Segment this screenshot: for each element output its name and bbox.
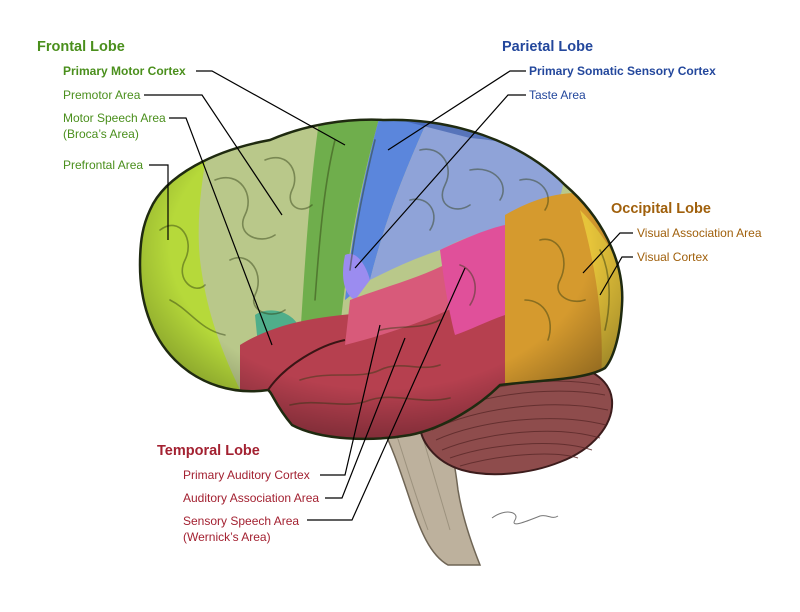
premotor-area-label: Premotor Area xyxy=(63,88,141,102)
taste-area-label: Taste Area xyxy=(529,88,586,102)
occipital-lobe-title: Occipital Lobe xyxy=(611,201,711,217)
primary-auditory-cortex-label: Primary Auditory Cortex xyxy=(183,468,310,482)
sensory-speech-area-label: Sensory Speech Area xyxy=(183,514,300,528)
artist-signature xyxy=(491,511,559,525)
wernickes-area-label: (Wernick’s Area) xyxy=(183,530,271,544)
brocas-area-label: (Broca’s Area) xyxy=(63,127,139,141)
temporal-lobe-title: Temporal Lobe xyxy=(157,443,260,459)
motor-speech-area-label: Motor Speech Area xyxy=(63,111,166,125)
auditory-association-area-label: Auditory Association Area xyxy=(183,491,320,505)
primary-motor-cortex-label: Primary Motor Cortex xyxy=(63,64,186,78)
prefrontal-area-label: Prefrontal Area xyxy=(63,158,144,172)
frontal-lobe-title: Frontal Lobe xyxy=(37,39,125,55)
visual-cortex-label: Visual Cortex xyxy=(637,250,709,264)
primary-somatic-sensory-cortex-label: Primary Somatic Sensory Cortex xyxy=(529,64,716,78)
visual-association-area-label: Visual Association Area xyxy=(637,226,762,240)
parietal-lobe-title: Parietal Lobe xyxy=(502,39,594,55)
leader-lines xyxy=(144,70,633,521)
